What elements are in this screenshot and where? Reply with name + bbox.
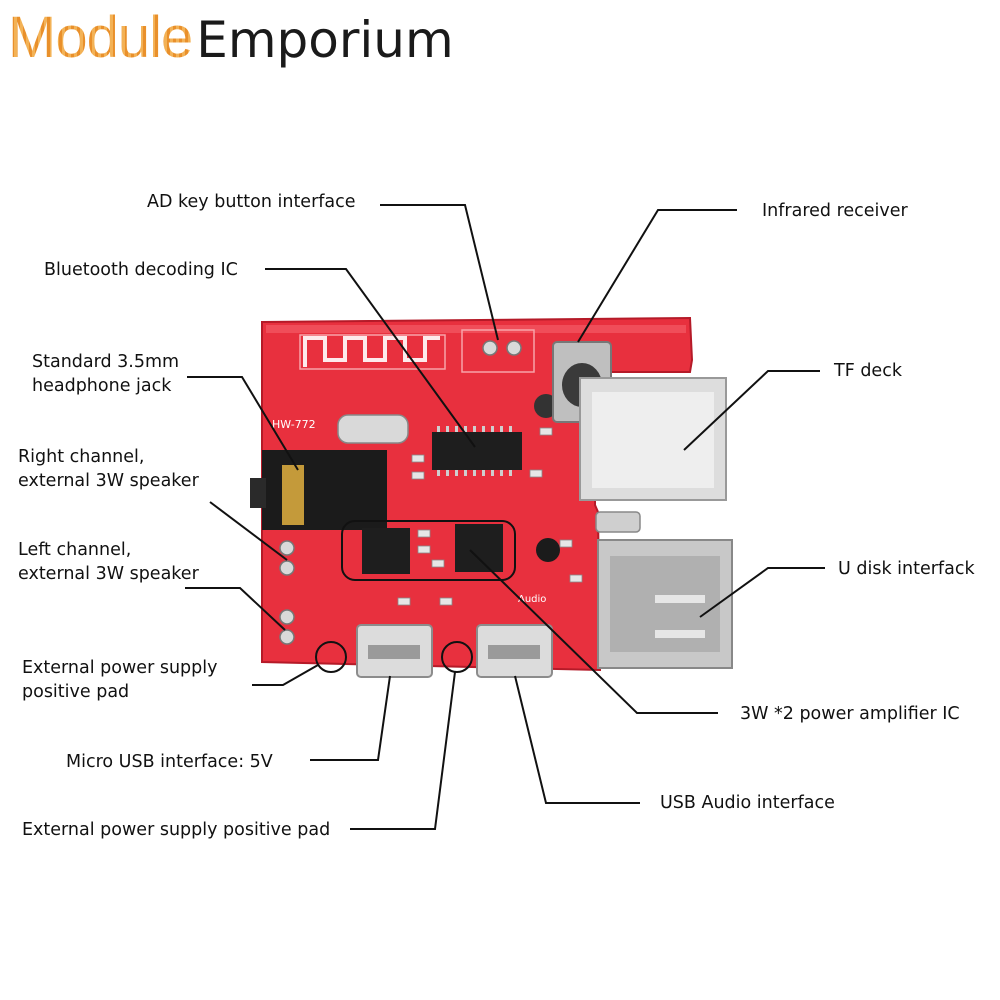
label-amplifier-ic: 3W *2 power amplifier IC [740,704,960,724]
label-right-channel-2: external 3W speaker [18,471,199,491]
label-infrared-receiver: Infrared receiver [762,201,908,221]
label-right-channel-1: Right channel, [18,447,145,467]
leader-lines [185,204,825,830]
ad-key-pad-1 [482,340,498,356]
headphone-jack [262,450,387,530]
label-left-channel-2: external 3W speaker [18,564,199,584]
board-audio-text: Audio [518,594,546,605]
label-left-channel-1: Left channel, [18,540,132,560]
amplifier-ic-2 [455,524,503,572]
label-micro-usb: Micro USB interface: 5V [66,752,273,772]
board-model-text: HW-772 [272,418,316,431]
label-tf-deck: TF deck [834,361,902,381]
label-headphone-jack-1: Standard 3.5mm [32,352,180,372]
ad-key-pad-2 [506,340,522,356]
bluetooth-ic-chip [432,432,522,470]
amplifier-ic-1 [362,528,410,574]
label-ext-power-pad-full: External power supply positive pad [22,820,331,840]
label-bluetooth-ic: Bluetooth decoding IC [44,260,238,280]
brand-logo: Module Emporium [8,4,454,76]
brand-logo-part1: Module [8,5,193,70]
label-ad-key-interface: AD key button interface [147,192,356,212]
label-u-disk-interface: U disk interfack [838,559,975,579]
crystal-oscillator [337,414,409,444]
label-ext-power-pad-1: External power supply [22,658,218,678]
pcb-board: HW-772 [250,316,733,678]
label-ext-power-pad-2: positive pad [22,682,130,702]
label-usb-audio: USB Audio interface [660,793,835,813]
brand-logo-part2: Emporium [196,11,454,69]
label-headphone-jack-2: headphone jack [32,376,172,396]
